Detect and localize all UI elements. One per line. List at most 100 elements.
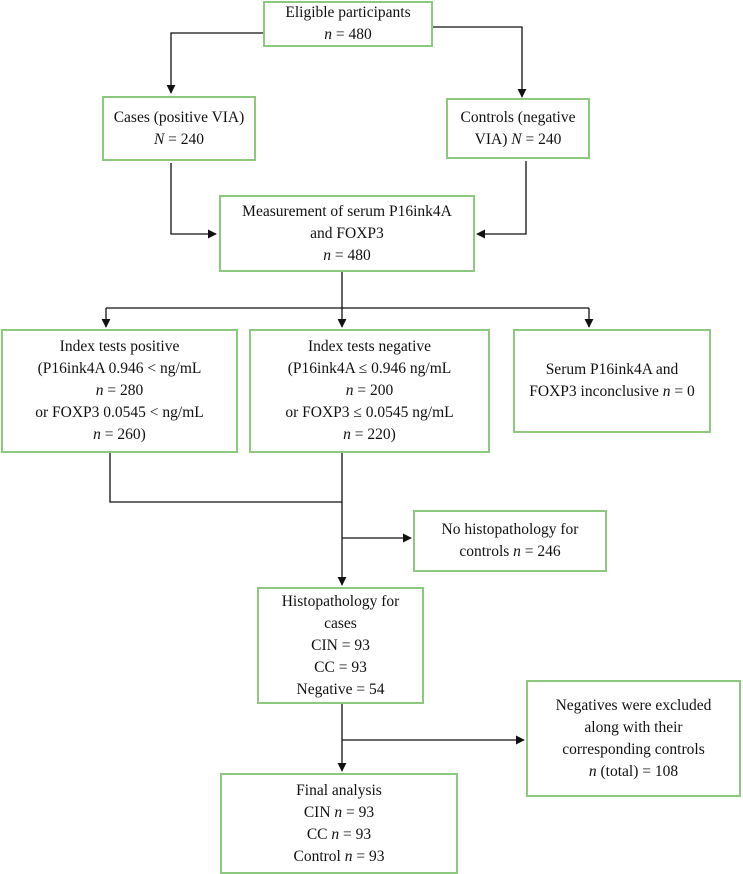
box-text: VIA) [474,130,512,148]
box-text: (P16ink4A 0.946 < ng/mL [37,360,202,377]
box-text: and FOXP3 [310,224,384,242]
box-text-line: Histopathology for [282,591,400,613]
box-text: = 246 [520,543,561,560]
box-text: = 93 [352,847,385,865]
box-text-line: (P16ink4A 0.946 < ng/mL [38,358,202,380]
box-text-line: n = 280 [96,380,144,402]
box-text-line: n = 480 [324,24,372,46]
box-text: or FOXP3 ≤ 0.0545 ng/mL [285,404,454,421]
box-text-line: Negative = 54 [297,679,385,701]
box-text: Index tests positive [59,338,180,355]
eligible-participants-box: Eligible participants n = 480 [263,1,433,47]
box-text-line: or FOXP3 ≤ 0.0545 ng/mL [285,402,453,424]
box-text: = 240 [521,130,562,148]
box-text: (P16ink4A ≤ 0.946 ng/mL [287,360,452,377]
box-text-line: n = 200 [346,380,394,402]
box-text-line: n (total) = 108 [589,761,678,783]
variable-symbol: n [345,382,354,399]
box-text: Eligible participants [285,4,411,21]
box-text-line: or FOXP3 0.0545 < ng/mL [35,402,204,424]
variable-symbol: n [324,26,332,43]
no-histopathology-box: No histopathology for controls n = 246 [413,510,607,572]
box-text-line: controls n = 246 [459,541,560,563]
box-text-line: CC n = 93 [307,824,371,846]
box-text-line: corresponding controls [562,739,704,761]
variable-symbol: n [93,426,101,443]
box-text: Measurement of serum P16ink4A [242,202,452,220]
box-text: Negative = 54 [296,680,385,698]
box-text: FOXP3 inconclusive [529,383,663,400]
box-text-line: Index tests negative [308,336,431,358]
variable-symbol: n [343,426,351,443]
box-text-line: No histopathology for [442,519,579,541]
box-text: CIN [303,803,335,821]
box-text-line: Index tests positive [60,336,180,358]
box-text: = 240 [164,130,205,148]
box-text-line: Negatives were excluded [556,695,712,717]
box-text: or FOXP3 0.0545 < ng/mL [35,404,204,421]
box-text-line: Eligible participants [285,2,410,24]
variable-symbol: N [153,130,165,148]
box-text: (total) = 108 [596,762,679,780]
box-text-line: Measurement of serum P16ink4A [242,201,452,223]
box-text-line: Final analysis [296,780,382,802]
box-text: Serum P16ink4A and [545,361,679,378]
box-text: along with their [584,718,683,736]
box-text-line: CIN n = 93 [304,802,374,824]
variable-symbol: n [344,847,353,865]
box-text-line: Serum P16ink4A and [546,359,679,381]
variable-symbol: n [95,382,104,399]
box-text: CIN = 93 [311,636,370,654]
box-text-line: Cases (positive VIA) [114,107,245,129]
box-text-line: and FOXP3 [310,223,384,245]
box-text: Histopathology for [281,592,400,610]
box-text: CC [306,825,332,843]
box-text: = 260) [100,426,146,443]
variable-symbol: n [331,825,340,843]
variable-symbol: n [588,762,597,780]
box-text-line: N = 240 [154,129,204,151]
cases-box: Cases (positive VIA) N = 240 [102,96,256,161]
box-text-line: Control n = 93 [294,846,385,868]
box-text-line: n = 220) [343,424,396,446]
box-text: = 280 [103,382,144,399]
measurement-box: Measurement of serum P16ink4A and FOXP3 n … [219,195,475,272]
box-text: cases [324,614,357,632]
box-text: CC = 93 [314,658,367,676]
index-tests-negative-box: Index tests negative (P16ink4A ≤ 0.946 ng… [249,329,490,453]
box-text: Final analysis [296,781,382,799]
box-text: corresponding controls [562,740,705,758]
box-text: Controls (negative [460,108,576,126]
box-text: = 220) [350,426,396,443]
variable-symbol: n [662,383,671,400]
box-text-line: FOXP3 inconclusive n = 0 [529,381,694,403]
box-text-line: (P16ink4A ≤ 0.946 ng/mL [288,358,452,380]
box-text: = 480 [331,246,371,264]
variable-symbol: n [334,803,343,821]
box-text: No histopathology for [441,521,579,538]
box-text-line: n = 260) [93,424,146,446]
box-text: = 0 [670,383,695,400]
box-text: Control [293,847,345,865]
box-text: = 93 [339,825,372,843]
box-text-line: cases [324,613,357,635]
box-text: = 200 [353,382,394,399]
box-text-line: n = 480 [323,245,371,267]
box-text-line: along with their [584,717,682,739]
box-text: controls [459,543,514,560]
box-text: Cases (positive VIA) [113,108,245,126]
box-text-line: CIN = 93 [311,635,370,657]
variable-symbol: n [323,246,331,264]
box-text: = 480 [332,26,372,43]
box-text-line: CC = 93 [314,657,367,679]
box-text-line: VIA) N = 240 [475,129,562,151]
box-text: Index tests negative [307,338,432,355]
box-text-line: Controls (negative [461,107,576,129]
variable-symbol: n [513,543,521,560]
box-text: = 93 [342,803,375,821]
